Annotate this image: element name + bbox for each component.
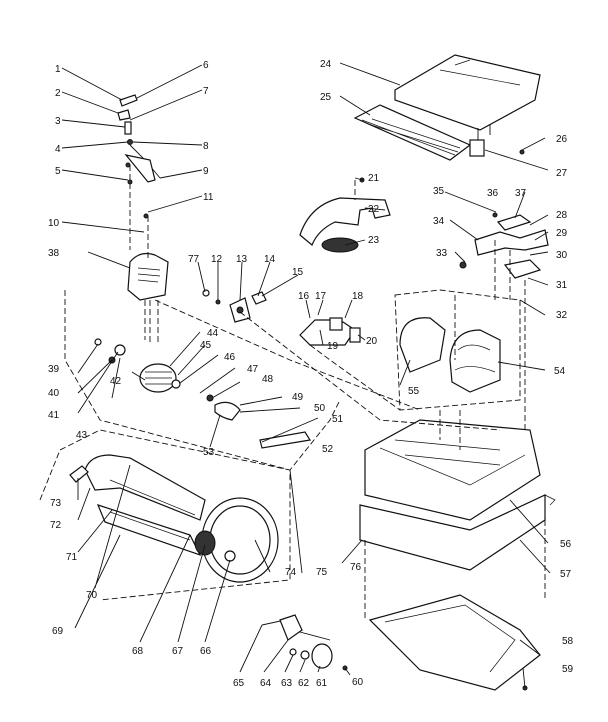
callout-77: 77 — [188, 254, 200, 265]
callout-27: 27 — [556, 168, 568, 179]
callout-42: 42 — [110, 376, 122, 387]
motor-assembly — [94, 252, 311, 449]
callout-50: 50 — [314, 403, 326, 414]
callout-53: 53 — [203, 447, 215, 458]
callout-60: 60 — [352, 677, 364, 688]
callout-33: 33 — [436, 248, 448, 259]
callout-2: 2 — [55, 88, 61, 99]
callout-3: 3 — [55, 116, 61, 127]
callout-12: 12 — [211, 254, 223, 265]
callout-34: 34 — [433, 216, 445, 227]
callout-13: 13 — [236, 254, 248, 265]
bracket-assembly — [299, 197, 391, 253]
fan-housings — [394, 289, 521, 411]
callout-72: 72 — [50, 520, 62, 531]
callout-71: 71 — [66, 552, 78, 563]
callout-58: 58 — [562, 636, 574, 647]
callout-67: 67 — [172, 646, 184, 657]
callout-36: 36 — [487, 188, 499, 199]
callout-37: 37 — [515, 188, 527, 199]
callout-16: 16 — [298, 291, 310, 302]
callout-labels: 1 2 3 4 5 6 7 8 9 10 11 12 13 14 15 16 1… — [48, 59, 574, 689]
callout-45: 45 — [200, 340, 212, 351]
callout-44: 44 — [207, 328, 219, 339]
callout-18: 18 — [352, 291, 364, 302]
callout-69: 69 — [52, 626, 64, 637]
callout-51: 51 — [332, 414, 344, 425]
callout-1: 1 — [55, 64, 61, 75]
callout-35: 35 — [433, 186, 445, 197]
callout-21: 21 — [368, 173, 380, 184]
callout-20: 20 — [366, 336, 378, 347]
callout-7: 7 — [203, 86, 209, 97]
callout-9: 9 — [203, 166, 209, 177]
pulley-parts — [261, 614, 348, 671]
callout-66: 66 — [200, 646, 212, 657]
base-housing — [359, 419, 556, 620]
callout-46: 46 — [224, 352, 236, 363]
callout-31: 31 — [556, 280, 568, 291]
callout-22: 22 — [368, 204, 380, 215]
callout-23: 23 — [368, 235, 380, 246]
brush-roll-housing — [39, 290, 341, 601]
callout-57: 57 — [560, 569, 572, 580]
callout-8: 8 — [203, 141, 209, 152]
callout-41: 41 — [48, 410, 60, 421]
callout-39: 39 — [48, 364, 60, 375]
callout-10: 10 — [48, 218, 60, 229]
callout-29: 29 — [556, 228, 568, 239]
callout-28: 28 — [556, 210, 568, 221]
callout-49: 49 — [292, 392, 304, 403]
callout-76: 76 — [350, 562, 362, 573]
callout-15: 15 — [292, 267, 304, 278]
callout-38: 38 — [48, 248, 60, 259]
callout-17: 17 — [315, 291, 327, 302]
callout-59: 59 — [562, 664, 574, 675]
callout-4: 4 — [55, 144, 61, 155]
callout-70: 70 — [86, 590, 98, 601]
callout-30: 30 — [556, 250, 568, 261]
leader-lines — [61, 62, 551, 689]
callout-75: 75 — [316, 567, 328, 578]
callout-48: 48 — [262, 374, 274, 385]
middle-parts — [202, 177, 365, 346]
callout-6: 6 — [203, 60, 209, 71]
linkage-parts — [117, 94, 161, 219]
callout-64: 64 — [260, 678, 272, 689]
bottom-plate — [368, 594, 541, 691]
top-cover-assembly — [353, 54, 541, 161]
callout-26: 26 — [556, 134, 568, 145]
callout-32: 32 — [556, 310, 568, 321]
callout-74: 74 — [285, 567, 297, 578]
callout-24: 24 — [320, 59, 332, 70]
callout-65: 65 — [233, 678, 245, 689]
callout-62: 62 — [298, 678, 310, 689]
callout-19: 19 — [327, 341, 339, 352]
callout-55: 55 — [408, 386, 420, 397]
alignment-guides — [129, 165, 501, 450]
callout-43: 43 — [76, 430, 88, 441]
callout-14: 14 — [264, 254, 276, 265]
callout-5: 5 — [55, 166, 61, 177]
callout-63: 63 — [281, 678, 293, 689]
callout-25: 25 — [320, 92, 332, 103]
callout-68: 68 — [132, 646, 144, 657]
callout-61: 61 — [316, 678, 328, 689]
callout-40: 40 — [48, 388, 60, 399]
callout-47: 47 — [247, 364, 259, 375]
callout-56: 56 — [560, 539, 572, 550]
callout-52: 52 — [322, 444, 334, 455]
callout-54: 54 — [554, 366, 566, 377]
callout-11: 11 — [203, 192, 214, 203]
right-linkage — [459, 212, 549, 440]
callout-73: 73 — [50, 498, 62, 509]
